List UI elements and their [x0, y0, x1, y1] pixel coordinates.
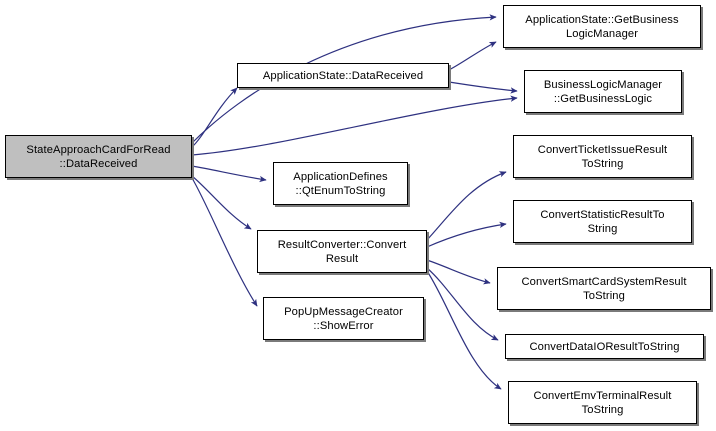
graph-node[interactable]: ConvertDataIOResultToString [505, 334, 704, 359]
call-edge [191, 87, 238, 148]
graph-node-label: ApplicationDefines ::QtEnumToString [293, 170, 388, 197]
graph-node-label: PopUpMessageCreator ::ShowError [284, 305, 403, 332]
graph-node-label: ApplicationState::DataReceived [262, 69, 424, 82]
graph-node[interactable]: ConvertSmartCardSystemResult ToString [497, 267, 711, 310]
call-edge [426, 171, 507, 241]
call-edge [191, 175, 252, 230]
graph-node-label: ConvertEmvTerminalResult ToString [533, 389, 672, 416]
call-edge [191, 165, 267, 183]
call-edge [191, 177, 258, 307]
graph-node[interactable]: ConvertStatisticResultTo String [513, 200, 692, 243]
graph-node-label: ConvertDataIOResultToString [529, 340, 680, 353]
graph-node[interactable]: BusinessLogicManager ::GetBusinessLogic [524, 70, 682, 113]
graph-node[interactable]: PopUpMessageCreator ::ShowError [263, 297, 424, 340]
call-edge [426, 221, 507, 248]
call-edge [448, 81, 518, 94]
graph-node-label: ConvertSmartCardSystemResult ToString [521, 275, 687, 302]
graph-node[interactable]: ResultConverter::Convert Result [257, 230, 427, 273]
graph-node-label: BusinessLogicManager ::GetBusinessLogic [543, 78, 663, 105]
call-edge [426, 259, 491, 285]
graph-node-label: StateApproachCardForRead ::DataReceived [26, 143, 171, 170]
graph-node-label: ApplicationState::GetBusiness LogicManag… [525, 13, 679, 40]
call-edge [426, 270, 502, 390]
graph-node[interactable]: ApplicationState::DataReceived [237, 63, 449, 88]
graph-node[interactable]: ConvertTicketIssueResult ToString [513, 135, 692, 178]
graph-node[interactable]: ConvertEmvTerminalResult ToString [508, 381, 697, 424]
graph-node-root[interactable]: StateApproachCardForRead ::DataReceived [5, 135, 192, 178]
graph-node-label: ConvertTicketIssueResult ToString [537, 143, 668, 170]
graph-node[interactable]: ApplicationState::GetBusiness LogicManag… [503, 5, 701, 48]
graph-node-label: ConvertStatisticResultTo String [540, 208, 665, 235]
call-edge [191, 95, 518, 156]
call-edge [448, 41, 497, 71]
graph-node-label: ResultConverter::Convert Result [277, 238, 407, 265]
graph-node[interactable]: ApplicationDefines ::QtEnumToString [273, 162, 408, 205]
call-edge [426, 267, 499, 341]
